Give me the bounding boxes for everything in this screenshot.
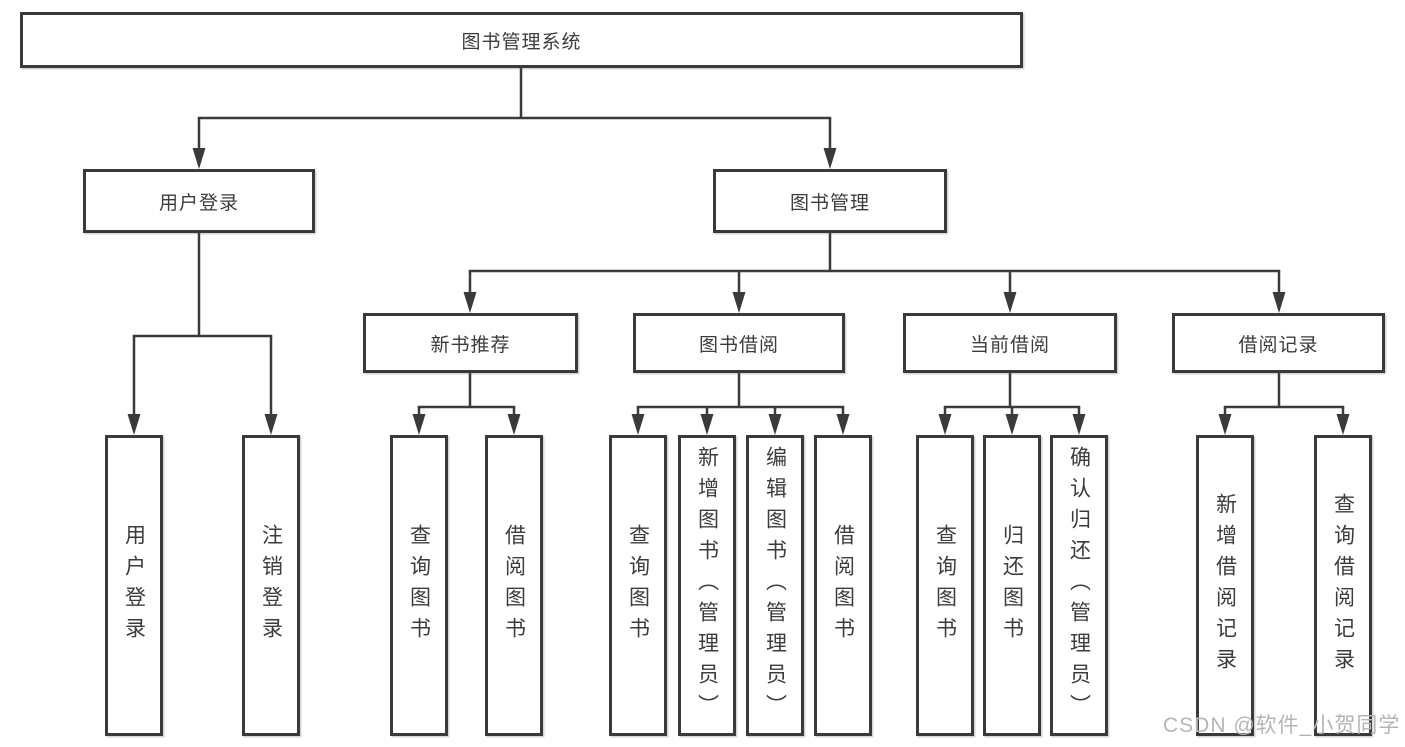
node-label: 新书推荐 bbox=[430, 334, 511, 356]
node-leaf-edit-books-admin: 编辑图书（管理员） bbox=[746, 435, 804, 736]
node-label: 编辑图书（管理员） bbox=[763, 446, 787, 725]
node-label: 借阅图书 bbox=[502, 523, 526, 648]
node-book-borrowing: 图书借阅 bbox=[633, 313, 845, 373]
node-label: 图书管理系统 bbox=[461, 31, 582, 53]
node-leaf-add-books-admin: 新增图书（管理员） bbox=[678, 435, 736, 736]
node-leaf-query-borrow-record: 查询借阅记录 bbox=[1314, 435, 1372, 736]
node-leaf-query-books-current: 查询图书 bbox=[916, 435, 974, 736]
node-leaf-return-books: 归还图书 bbox=[983, 435, 1041, 736]
node-leaf-user-login: 用户登录 bbox=[105, 435, 163, 736]
node-label: 新增借阅记录 bbox=[1213, 492, 1237, 679]
node-leaf-query-books-borrowing: 查询图书 bbox=[609, 435, 667, 736]
node-label: 查询图书 bbox=[626, 523, 650, 648]
node-label: 借阅图书 bbox=[831, 523, 855, 648]
node-label: 用户登录 bbox=[158, 192, 239, 214]
node-label: 用户登录 bbox=[122, 523, 146, 648]
node-new-book-recommendation: 新书推荐 bbox=[363, 313, 578, 373]
node-label: 归还图书 bbox=[1000, 523, 1024, 648]
node-current-borrowing: 当前借阅 bbox=[903, 313, 1117, 373]
node-label: 注销登录 bbox=[259, 523, 283, 648]
node-label: 查询借阅记录 bbox=[1331, 492, 1355, 679]
node-leaf-borrow-books: 借阅图书 bbox=[814, 435, 872, 736]
node-leaf-confirm-return-admin: 确认归还（管理员） bbox=[1050, 435, 1108, 736]
node-label: 确认归还（管理员） bbox=[1067, 446, 1091, 725]
node-leaf-logout: 注销登录 bbox=[242, 435, 300, 736]
node-user-login-branch: 用户登录 bbox=[83, 169, 315, 233]
node-label: 图书借阅 bbox=[698, 334, 779, 356]
node-label: 查询图书 bbox=[407, 523, 431, 648]
node-label: 当前借阅 bbox=[969, 334, 1050, 356]
node-leaf-add-borrow-record: 新增借阅记录 bbox=[1196, 435, 1254, 736]
node-label: 图书管理 bbox=[789, 192, 870, 214]
node-book-management-branch: 图书管理 bbox=[713, 169, 947, 233]
node-label: 查询图书 bbox=[933, 523, 957, 648]
csdn-watermark: CSDN @软件_小贺同学 bbox=[1163, 714, 1401, 737]
node-borrowing-records: 借阅记录 bbox=[1172, 313, 1385, 373]
node-leaf-query-books-recommend: 查询图书 bbox=[390, 435, 448, 736]
node-leaf-borrow-books-recommend: 借阅图书 bbox=[485, 435, 543, 736]
node-label: 新增图书（管理员） bbox=[695, 446, 719, 725]
node-library-management-system: 图书管理系统 bbox=[20, 12, 1023, 68]
node-label: 借阅记录 bbox=[1238, 334, 1319, 356]
